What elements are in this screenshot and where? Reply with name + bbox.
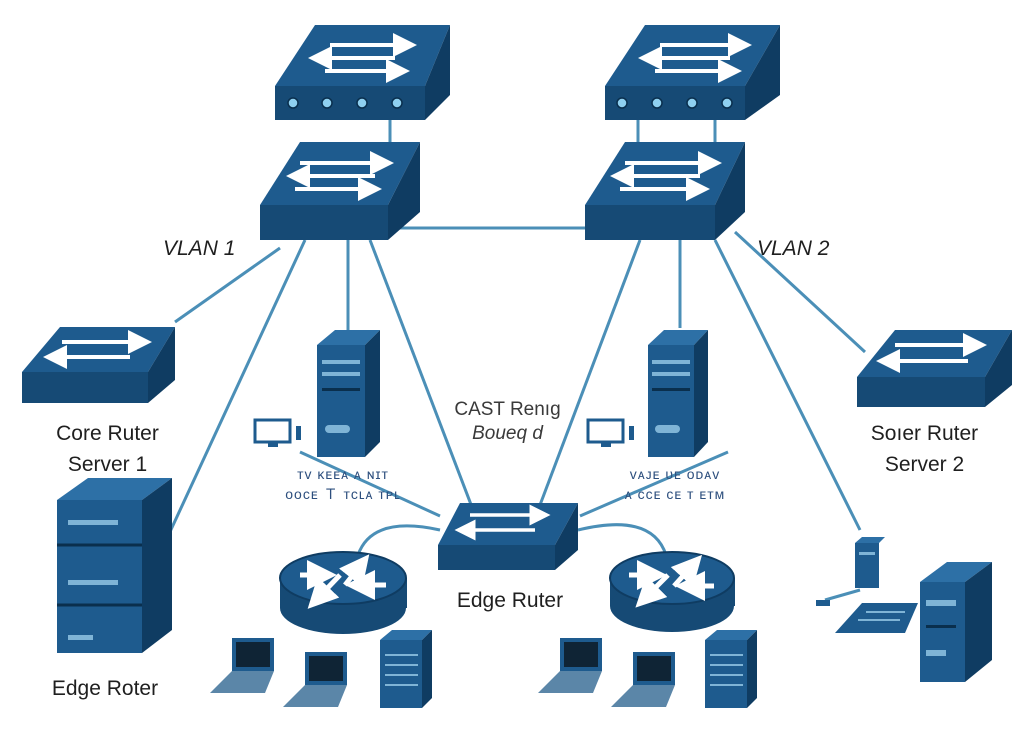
left-server-caption-line1: ᴛᴠ ᴋᴇᴇᴀ ᴀ ɴɪᴛ — [297, 466, 389, 482]
core-router-label-line1: Core Ruter — [56, 422, 159, 445]
right-server-tower-icon — [648, 330, 708, 457]
link — [824, 588, 861, 602]
center-note-line2: Boueq d — [472, 423, 543, 444]
right-server-caption-line1: ᴠᴀᴊᴇ ᴜᴇ ᴏᴅᴀᴠ — [629, 466, 721, 482]
link — [733, 230, 867, 354]
edge-router-center-label: Edge Ruter — [456, 589, 564, 612]
laptop-icon — [538, 638, 602, 693]
left-monitor-icon — [253, 418, 301, 447]
link — [148, 239, 307, 576]
top-right-switch-icon — [605, 25, 780, 120]
link — [299, 450, 441, 518]
core-left-switch-icon — [260, 142, 420, 240]
right-monitor-icon — [586, 418, 634, 447]
top-left-switch-icon — [275, 25, 450, 120]
laptop-icon — [283, 652, 347, 707]
network-links — [148, 120, 867, 602]
server-tower-icon — [920, 562, 992, 682]
small-server-tower-icon — [705, 630, 757, 708]
sorer-router-label-line1: Soıer Ruter — [870, 422, 979, 445]
sorer-router-label-line2: Server 2 — [884, 453, 965, 476]
edge-server-tower-icon — [57, 478, 172, 653]
link — [368, 239, 477, 516]
small-server-tower-icon — [855, 537, 885, 588]
core-router-label: Core Ruter Server 1 — [40, 418, 175, 480]
link — [356, 524, 441, 556]
center-note-line1: CAST Renıg — [454, 399, 561, 420]
left-server-caption-line2: ᴏᴏᴄᴇ Ｔ ᴛᴄʟᴀ ᴛᴘʟ — [285, 486, 401, 502]
link — [579, 450, 729, 518]
center-note: CAST Renıg Boueq d — [440, 398, 575, 446]
link — [713, 239, 862, 531]
link — [538, 239, 642, 506]
laptop-icon — [611, 652, 675, 707]
left-server-caption: ᴛᴠ ᴋᴇᴇᴀ ᴀ ɴɪᴛ ᴏᴏᴄᴇ Ｔ ᴛᴄʟᴀ ᴛᴘʟ — [248, 464, 438, 504]
small-server-tower-icon — [380, 630, 432, 708]
left-router-icon — [279, 551, 407, 634]
core-right-switch-icon — [585, 142, 745, 240]
right-server-caption: ᴠᴀᴊᴇ ᴜᴇ ᴏᴅᴀᴠ ᴀ ᴄᴄᴇ ᴄᴇ ᴛ ᴇᴛᴍ — [580, 464, 770, 504]
vlan-1-label: VLAN 1 — [163, 237, 236, 260]
right-router-icon — [609, 551, 735, 632]
right-server-caption-line2: ᴀ ᴄᴄᴇ ᴄᴇ ᴛ ᴇᴛᴍ — [624, 486, 726, 502]
access-right-switch-icon — [857, 330, 1012, 407]
laptop-icon — [210, 638, 274, 693]
left-server-tower-icon — [317, 330, 380, 457]
access-left-switch-icon — [22, 327, 175, 403]
sorer-router-label: Soıer Ruter Server 2 — [857, 418, 992, 480]
vlan-2-label: VLAN 2 — [757, 237, 830, 260]
core-router-label-line2: Server 1 — [67, 453, 148, 476]
keyboard-icon — [816, 600, 918, 633]
edge-router-left-label: Edge Roter — [51, 677, 159, 700]
link — [174, 246, 281, 324]
edge-switch-icon — [438, 503, 578, 570]
link — [577, 523, 668, 556]
